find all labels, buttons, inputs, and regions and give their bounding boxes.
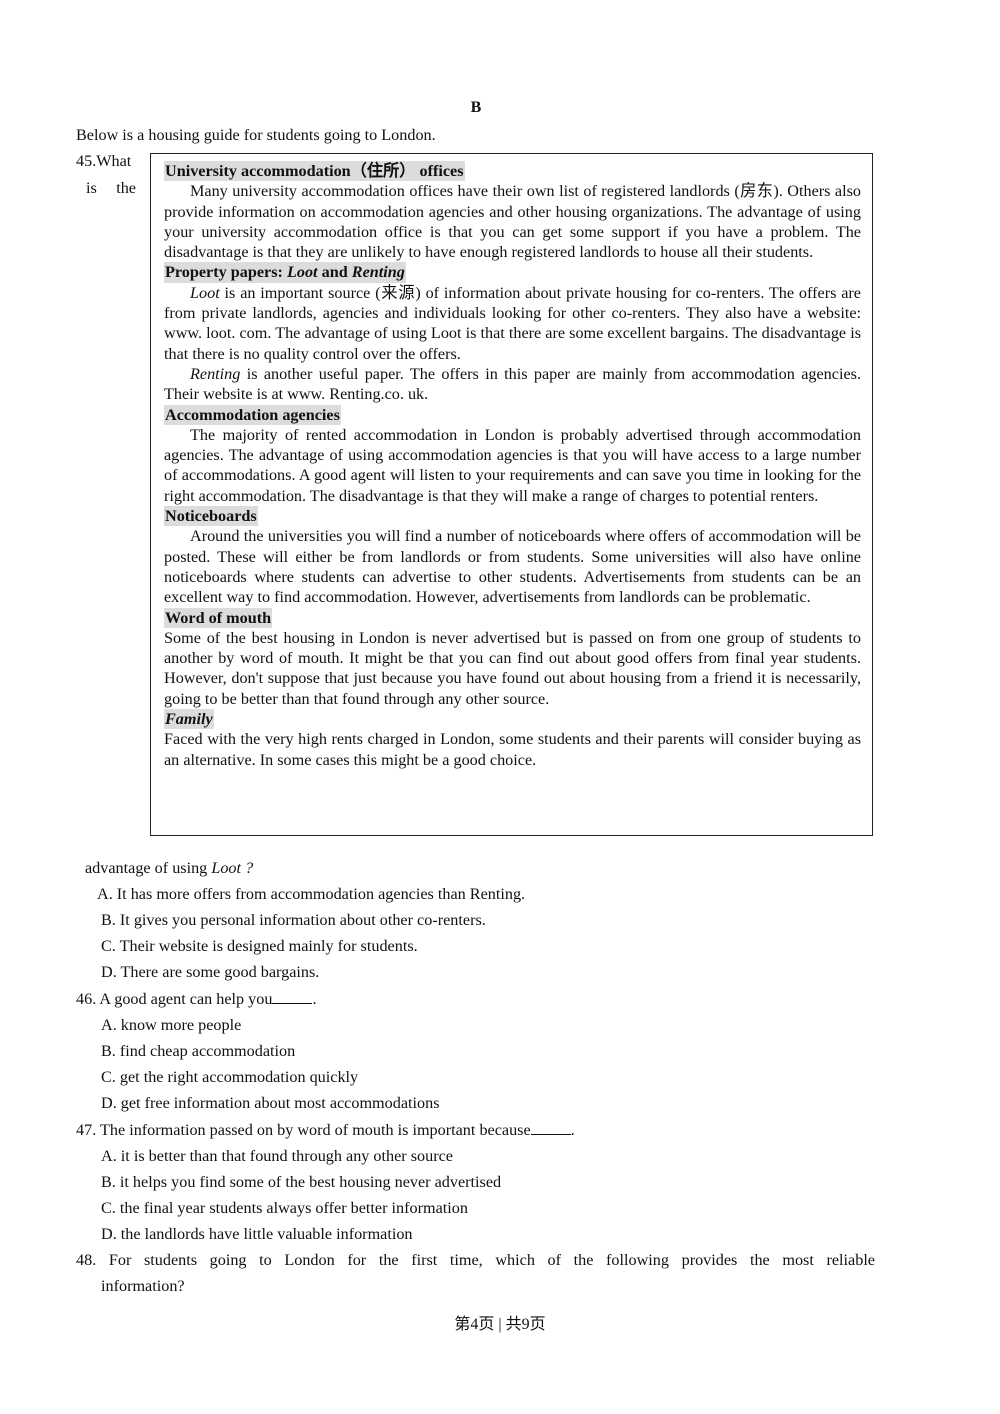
passage-intro: Below is a housing guide for students go… <box>76 126 436 144</box>
paragraph-word-of-mouth: Some of the best housing in London is ne… <box>164 628 861 708</box>
answer-blank <box>272 989 313 1004</box>
question-45-number: 45.What <box>76 152 132 170</box>
question-48-stem-line2: information? <box>101 1277 185 1295</box>
paragraph-renting: Renting is another useful paper. The off… <box>164 364 861 404</box>
question-48-stem-line1: 48. For students going to London for the… <box>76 1251 875 1269</box>
question-45-option-a[interactable]: A. It has more offers from accommodation… <box>97 885 526 903</box>
question-47-option-d[interactable]: D. the landlords have little valuable in… <box>101 1225 413 1243</box>
question-45-option-b[interactable]: B. It gives you personal information abo… <box>101 911 486 929</box>
stem-word: is <box>86 179 97 197</box>
question-47-option-a[interactable]: A. it is better than that found through … <box>101 1147 453 1165</box>
question-46-stem: 46. A good agent can help you. <box>76 989 317 1008</box>
section-heading-family: Family <box>164 709 214 730</box>
paragraph-agencies: The majority of rented accommodation in … <box>164 425 861 505</box>
answer-blank <box>530 1120 571 1135</box>
question-47-option-c[interactable]: C. the final year students always offer … <box>101 1199 468 1217</box>
paragraph-university-offices: Many university accommodation offices ha… <box>164 182 861 262</box>
question-47-stem: 47. The information passed on by word of… <box>76 1120 575 1139</box>
section-heading-word-of-mouth: Word of mouth <box>164 607 273 628</box>
housing-guide-content: University accommodation（住所） offices Man… <box>164 161 861 770</box>
question-45-stem-start: is the <box>86 179 136 198</box>
question-45-option-d[interactable]: D. There are some good bargains. <box>101 963 320 981</box>
paragraph-noticeboards: Around the universities you will find a … <box>164 527 861 607</box>
section-heading-noticeboards: Noticeboards <box>164 506 258 527</box>
stem-word: the <box>116 179 136 197</box>
section-heading-agencies: Accommodation agencies <box>164 404 341 425</box>
housing-guide-box: University accommodation（住所） offices Man… <box>150 153 873 836</box>
question-46-option-d[interactable]: D. get free information about most accom… <box>101 1094 440 1112</box>
question-45-stem: advantage of using Loot ? <box>85 859 254 877</box>
question-46-option-c[interactable]: C. get the right accommodation quickly <box>101 1068 359 1086</box>
question-46-option-b[interactable]: B. find cheap accommodation <box>101 1042 296 1060</box>
question-46-option-a[interactable]: A. know more people <box>101 1016 242 1034</box>
page-footer: 第4页 | 共9页 <box>454 1316 546 1333</box>
question-47-option-b[interactable]: B. it helps you find some of the best ho… <box>101 1173 502 1191</box>
section-heading-university-offices: University accommodation（住所） offices <box>164 161 465 182</box>
section-heading-property-papers: Property papers: Loot and Renting <box>164 262 406 283</box>
paragraph-loot: Loot is an important source (来源) of info… <box>164 283 861 363</box>
paragraph-family: Faced with the very high rents charged i… <box>164 730 861 769</box>
section-letter: B <box>470 99 482 116</box>
question-45-option-c[interactable]: C. Their website is designed mainly for … <box>101 937 418 955</box>
